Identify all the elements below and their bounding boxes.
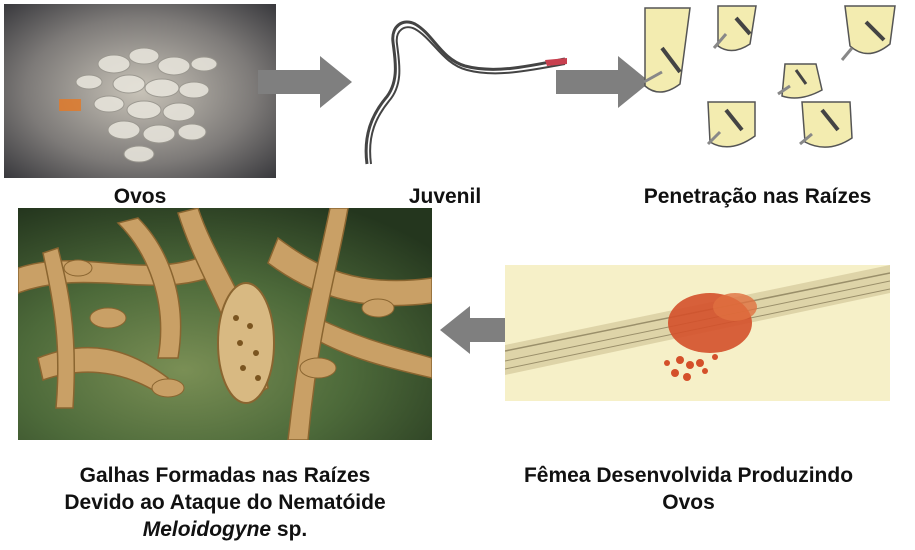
juvenile-drawing — [355, 4, 577, 178]
eggs-photo — [4, 4, 276, 178]
label-galls-line3: Meloidogyne sp. — [0, 516, 450, 543]
root-penetration-diagrams — [640, 4, 915, 174]
genus-name: Meloidogyne — [143, 518, 271, 541]
arrow-eggs-to-juvenile — [258, 56, 354, 108]
label-galls-line2: Devido ao Ataque do Nematóide — [0, 489, 450, 516]
label-eggs: Ovos — [90, 183, 190, 210]
arrow-juvenile-to-penetration — [556, 56, 652, 108]
label-female-line1: Fêmea Desenvolvida Produzindo — [462, 462, 915, 489]
label-galls: Galhas Formadas nas Raízes Devido ao Ata… — [0, 462, 450, 543]
root-galls-photo — [18, 208, 432, 440]
female-micrograph — [505, 265, 890, 401]
label-galls-line1: Galhas Formadas nas Raízes — [0, 462, 450, 489]
species-suffix: sp. — [271, 518, 307, 541]
arrow-female-to-galls — [440, 306, 512, 354]
label-root-penetration: Penetração nas Raízes — [600, 183, 915, 210]
label-female: Fêmea Desenvolvida Produzindo Ovos — [462, 462, 915, 516]
label-juvenile: Juvenil — [385, 183, 505, 210]
label-female-line2: Ovos — [462, 489, 915, 516]
